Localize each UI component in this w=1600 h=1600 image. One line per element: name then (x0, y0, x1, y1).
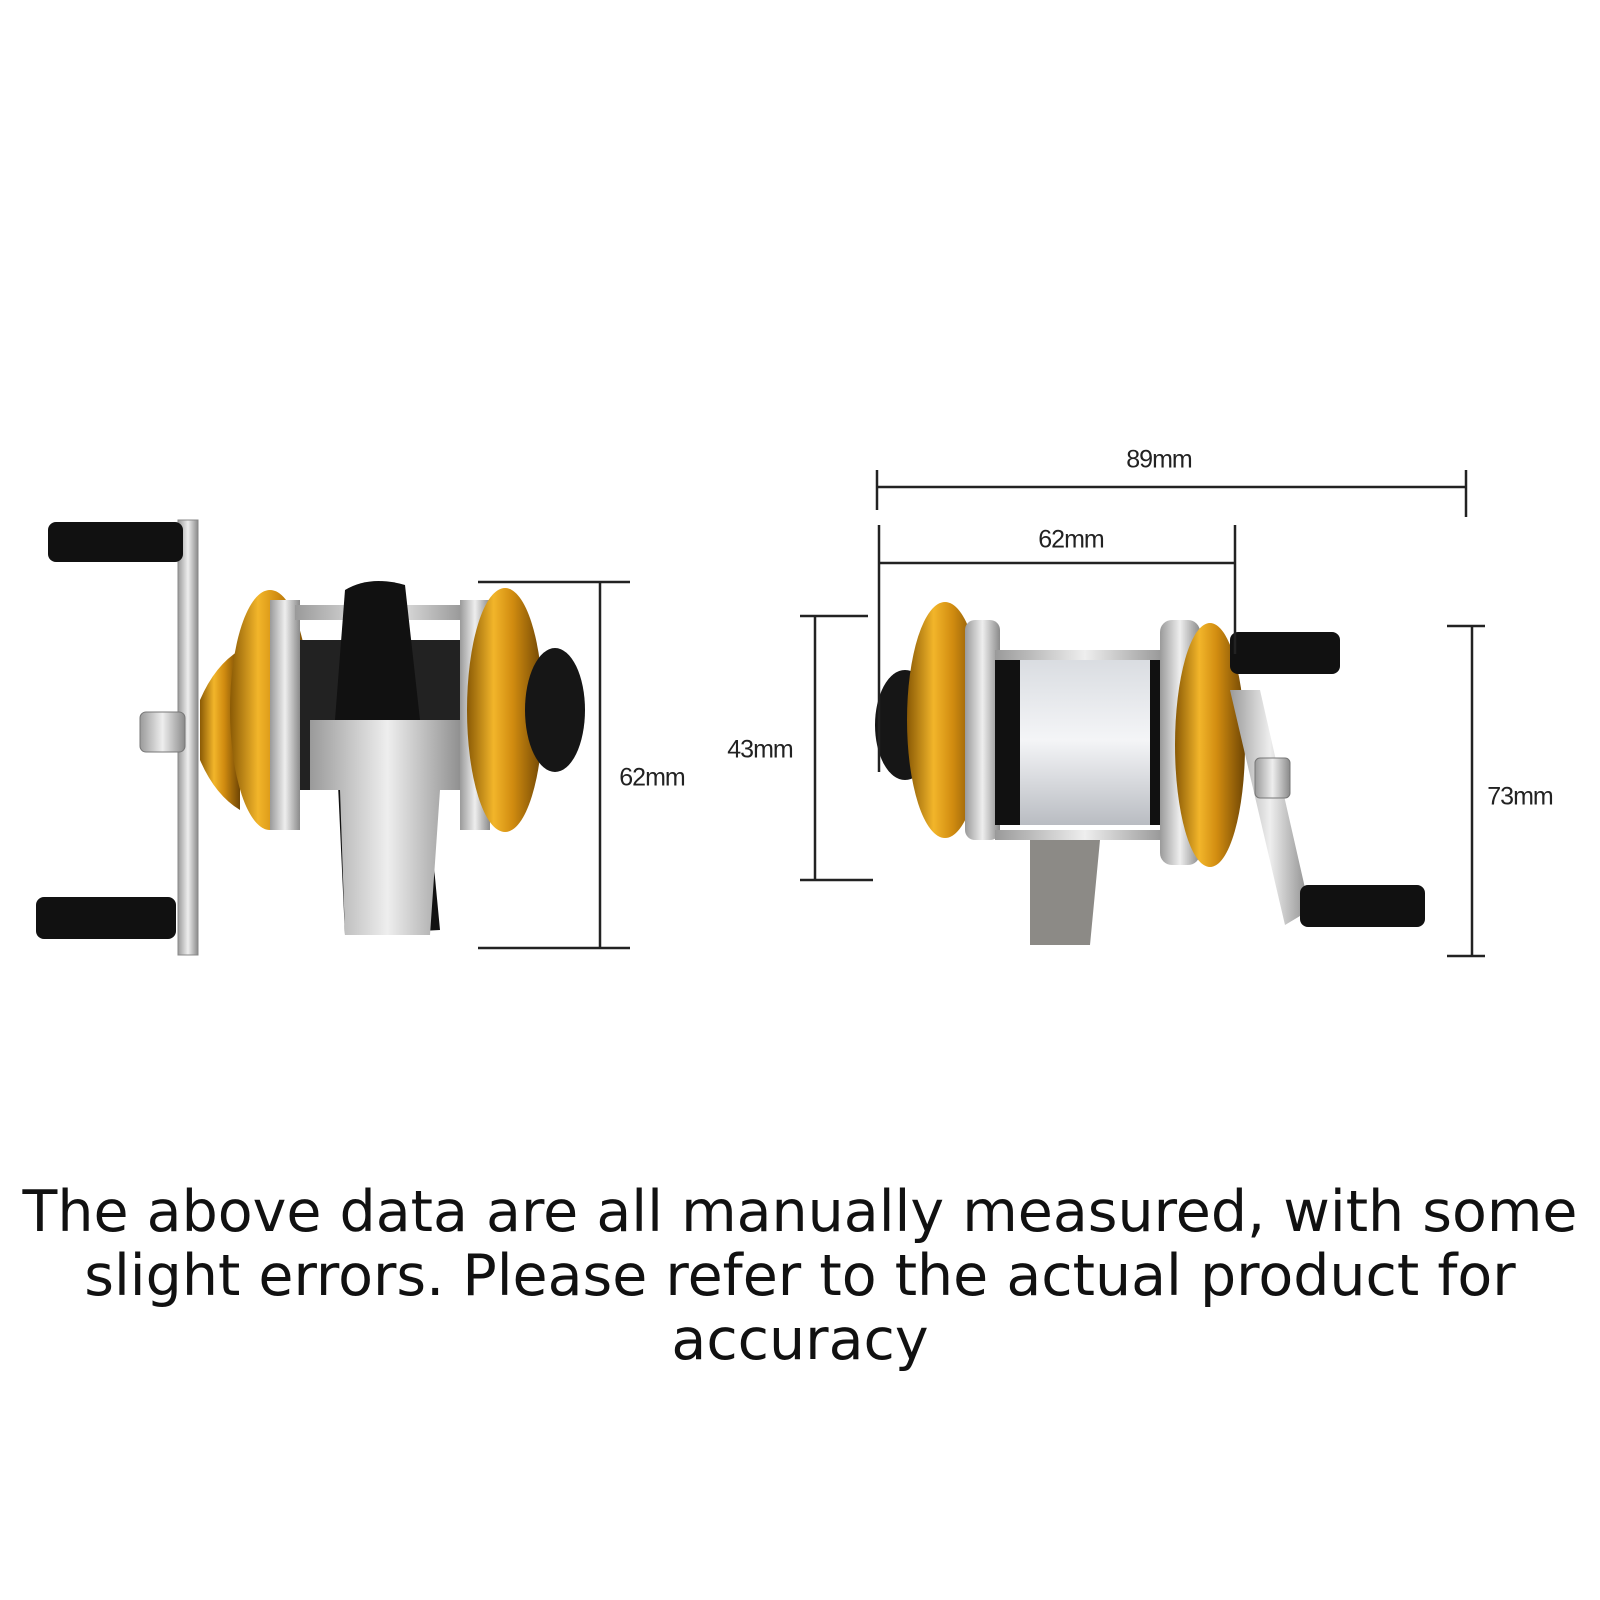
measurement-disclaimer: The above data are all manually measured… (0, 1180, 1600, 1372)
body-height-label: 43mm (727, 735, 793, 764)
front-view-reel (875, 602, 1425, 945)
handle-knob-top (48, 522, 183, 562)
dimension-lines (478, 470, 1485, 958)
side-height-label: 62mm (619, 763, 685, 792)
side-view-reel (36, 519, 585, 956)
handle-knob-bottom (36, 897, 176, 939)
handle-knob-bottom (1300, 885, 1425, 927)
total-height-label: 73mm (1487, 782, 1553, 811)
caption-line-1: The above data are all manually measured… (22, 1179, 1578, 1245)
handle-knob-top (1230, 632, 1340, 674)
caption-line-2: slight errors. Please refer to the actua… (84, 1243, 1516, 1309)
caption-line-3: accuracy (671, 1307, 929, 1373)
body-width-label: 62mm (1038, 525, 1104, 554)
total-width-label: 89mm (1126, 445, 1192, 474)
